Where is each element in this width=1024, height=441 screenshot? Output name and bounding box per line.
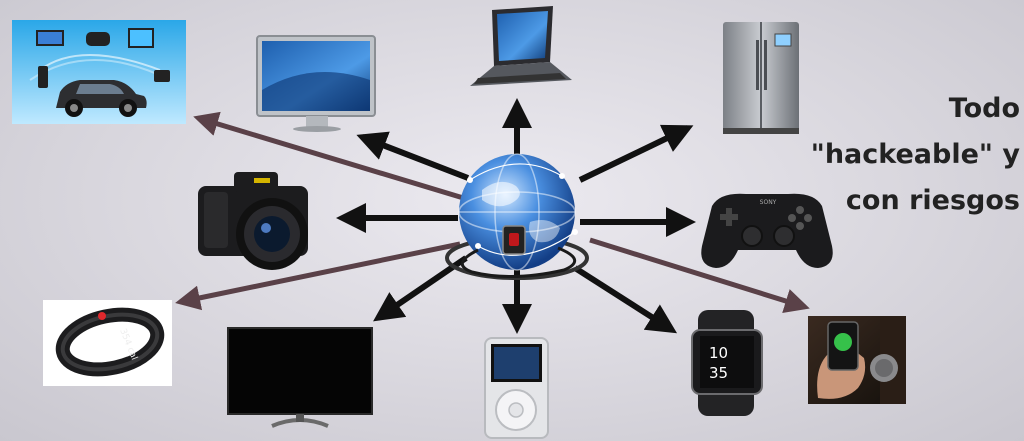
fitness-band-icon: 354 cal bbox=[43, 300, 172, 386]
arrow-to-fitness-band bbox=[175, 241, 461, 311]
watch-hour: 10 bbox=[709, 344, 728, 362]
arrow-to-monitor bbox=[356, 131, 470, 181]
monitor-icon bbox=[256, 35, 376, 132]
gamepad-icon: SONY bbox=[701, 193, 833, 268]
arrows bbox=[175, 98, 810, 334]
ipod-icon bbox=[484, 337, 549, 439]
headline-line-3: con riesgos bbox=[845, 185, 1020, 216]
smartwatch-icon: 10 35 bbox=[691, 310, 763, 416]
arrow-to-car-devices bbox=[193, 111, 471, 203]
arrow-to-tv bbox=[373, 255, 468, 322]
car-devices-icon bbox=[12, 20, 186, 124]
globe-icon bbox=[445, 153, 589, 280]
arrow-to-smartwatch bbox=[573, 265, 678, 334]
watch-minute: 35 bbox=[709, 364, 728, 382]
tv-icon bbox=[227, 327, 373, 428]
gamepad-brand-label: SONY bbox=[760, 199, 777, 206]
camera-icon bbox=[198, 172, 308, 270]
headline-line-2: "hackeable" y bbox=[810, 139, 1020, 170]
headline-line-1: Todo bbox=[948, 93, 1020, 124]
headline: Todo "hackeable" y con riesgos bbox=[780, 86, 1020, 224]
arrow-to-smart-lock bbox=[589, 237, 810, 313]
smart-lock-icon bbox=[808, 316, 906, 404]
laptop-icon bbox=[470, 6, 572, 86]
fridge-icon bbox=[723, 22, 799, 134]
arrow-to-fridge bbox=[578, 124, 694, 183]
